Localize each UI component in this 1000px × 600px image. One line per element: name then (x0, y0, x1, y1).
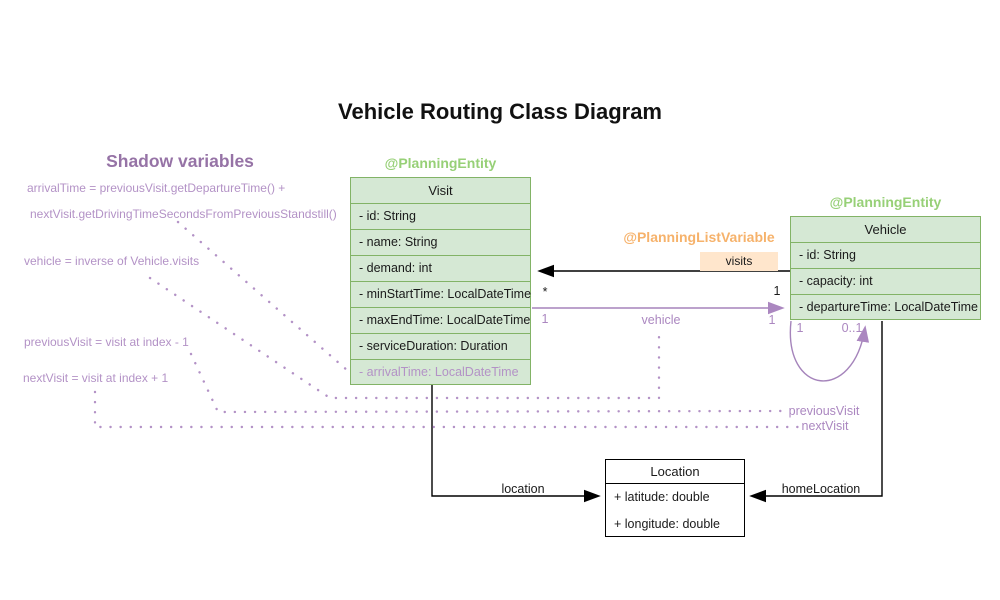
shadow-note-arrival-time-2: nextVisit.getDrivingTimeSecondsFromPrevi… (30, 207, 337, 221)
vehicle-attribute-departure-time: - departureTime: LocalDateTime (799, 300, 979, 314)
vehicle-multiplicity-visit-end: 1 (541, 312, 549, 326)
visit-class: Visit - id: String - name: String - dema… (350, 177, 531, 385)
next-visit-edge-label: nextVisit (801, 419, 849, 433)
visits-edge-label: visits (700, 252, 778, 271)
shadow-note-next-visit: nextVisit = visit at index + 1 (23, 371, 169, 385)
vehicle-note-link (148, 276, 661, 400)
visit-attribute-min-start-time: - minStartTime: LocalDateTime (351, 282, 531, 308)
vehicle-planning-entity-annotation: @PlanningEntity (829, 194, 942, 210)
planning-list-variable-annotation: @PlanningListVariable (623, 229, 775, 245)
shadow-note-previous-visit: previousVisit = visit at index - 1 (24, 335, 189, 349)
visit-planning-entity-annotation: @PlanningEntity (384, 155, 497, 171)
visits-multiplicity-vehicle-end: 1 (773, 284, 781, 298)
shadow-note-arrival-time-1: arrivalTime = previousVisit.getDeparture… (27, 181, 286, 195)
next-visit-note-link (93, 390, 801, 429)
visits-multiplicity-visit-end: * (542, 285, 548, 299)
page-title: Vehicle Routing Class Diagram (338, 99, 662, 124)
vehicle-edge-label: vehicle (641, 313, 681, 327)
location-connector (431, 385, 601, 503)
visit-attribute-service-duration: - serviceDuration: Duration (351, 334, 530, 360)
location-edge-label: location (501, 482, 545, 496)
visit-attribute-max-end-time: - maxEndTime: LocalDateTime (351, 308, 530, 334)
visit-attribute-name: - name: String (351, 230, 530, 256)
location-attribute-longitude: + longitude: double (614, 517, 720, 531)
vehicle-attribute-capacity: - capacity: int (791, 269, 980, 295)
vehicle-self-loop-connector (789, 320, 870, 382)
vehicle-class-name: Vehicle (791, 217, 980, 243)
shadow-note-vehicle: vehicle = inverse of Vehicle.visits (24, 254, 200, 268)
self-loop-multiplicity-left: 1 (796, 321, 804, 335)
vehicle-class: Vehicle - id: String - capacity: int - d… (790, 216, 981, 320)
home-location-edge-label: homeLocation (781, 482, 861, 496)
vehicle-multiplicity-vehicle-end: 1 (768, 313, 776, 327)
visit-class-name: Visit (351, 178, 530, 204)
visit-attribute-arrival-time: - arrivalTime: LocalDateTime (359, 365, 519, 379)
previous-visit-note-link (189, 352, 788, 414)
previous-visit-edge-label: previousVisit (788, 404, 860, 418)
visit-attribute-id: - id: String (351, 204, 530, 230)
home-location-connector (749, 321, 883, 503)
vehicle-attribute-id: - id: String (791, 243, 980, 269)
visit-attribute-demand: - demand: int (351, 256, 530, 282)
location-class-name: Location (606, 460, 744, 484)
shadow-variables-heading: Shadow variables (106, 151, 254, 171)
location-class: Location + latitude: double + longitude:… (605, 459, 745, 537)
arrival-time-note-link (176, 220, 350, 373)
location-attribute-latitude: + latitude: double (614, 490, 710, 504)
self-loop-multiplicity-right: 0..1 (841, 321, 863, 335)
